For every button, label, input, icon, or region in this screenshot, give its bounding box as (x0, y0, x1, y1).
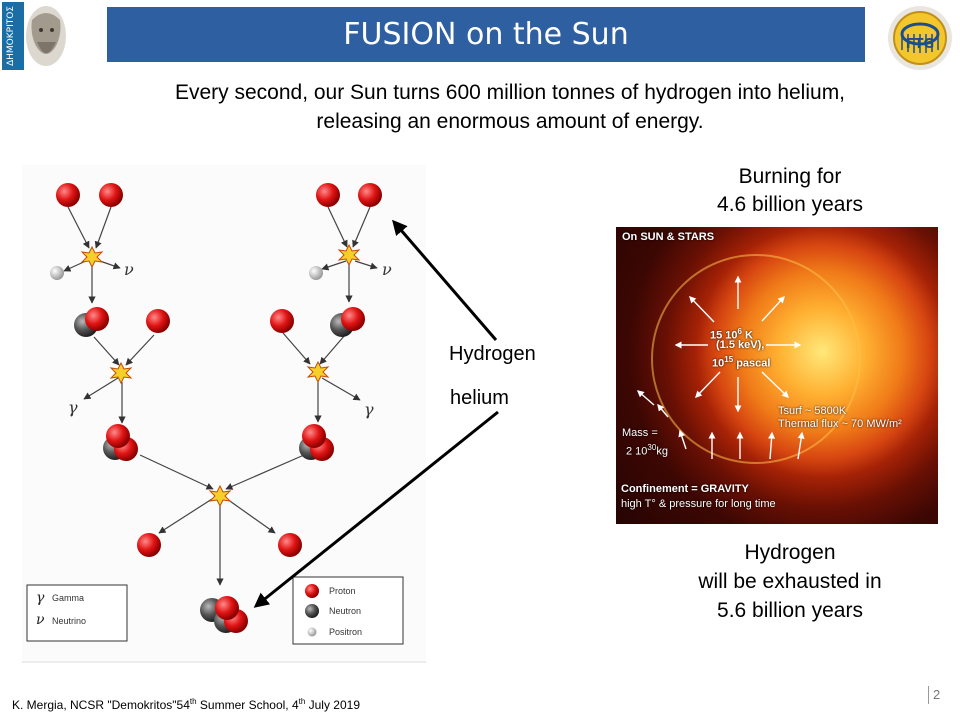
proton (341, 307, 365, 331)
positron (50, 266, 64, 280)
sun-header: On SUN & STARS (622, 231, 715, 243)
proton (215, 596, 239, 620)
reaction-arrows (63, 206, 378, 586)
title-banner: FUSION on the Sun (107, 7, 865, 62)
mass-value: 2 1030kg (626, 443, 668, 458)
proton (106, 424, 130, 448)
burning-line-2: 4.6 billion years (717, 193, 863, 216)
neutrino-symbol: ν (124, 260, 134, 279)
legend-particles: Proton Neutron Positron (292, 576, 404, 645)
proton (278, 533, 302, 557)
proton (85, 307, 109, 331)
burning-caption: Burning for 4.6 billion years (690, 163, 890, 219)
exhaustion-line-1: Hydrogen (744, 541, 836, 564)
surface-temperature: Tsurf ~ 5800K (778, 405, 847, 417)
sun-image: On SUN & STARS 15 106 K (1.5 keV), 1015 … (616, 227, 938, 524)
exhaustion-line-2: will be exhausted in (698, 570, 882, 593)
confinement-text: Confinement = GRAVITY (621, 483, 749, 495)
svg-text:ν: ν (36, 612, 45, 628)
core-energy: (1.5 keV), (716, 339, 765, 351)
positron (309, 266, 323, 280)
proton (316, 183, 340, 207)
svg-text:Neutron: Neutron (329, 606, 361, 616)
mass-label: Mass = (622, 427, 658, 439)
footer-credit: K. Mergia, NCSR "Demokritos"54th Summer … (12, 697, 360, 712)
proton (56, 183, 80, 207)
svg-text:ΔΗΜΟΚΡΙΤΟΣ: ΔΗΜΟΚΡΙΤΟΣ (6, 6, 16, 66)
helium-label: helium (450, 387, 509, 409)
ftg-logo: FTG (886, 4, 954, 72)
core-temperature: 15 106 K (710, 327, 753, 342)
proton (146, 309, 170, 333)
intro-text: Every second, our Sun turns 600 million … (100, 78, 920, 136)
svg-text:Proton: Proton (329, 586, 356, 596)
proton (99, 183, 123, 207)
burning-line-1: Burning for (738, 165, 842, 188)
hydrogen-label: Hydrogen (449, 343, 536, 365)
proton (137, 533, 161, 557)
proton (270, 309, 294, 333)
helium-pointer (253, 410, 499, 608)
fusion-flashes (80, 243, 361, 508)
legend-symbols: γ Gamma ν Neutrino (26, 584, 128, 642)
svg-text:Neutrino: Neutrino (52, 616, 86, 626)
demokritos-logo: ΔΗΜΟΚΡΙΤΟΣ (2, 2, 68, 70)
page-title: FUSION on the Sun (343, 17, 629, 52)
proton (302, 424, 326, 448)
core-pressure: 1015 pascal (712, 355, 771, 370)
intro-line-2: releasing an enormous amount of energy. (316, 110, 704, 133)
exhaustion-line-3: 5.6 billion years (717, 599, 863, 622)
thermal-flux: Thermal flux ~ 70 MW/m² (778, 418, 902, 430)
gamma-symbol: γ (364, 400, 374, 419)
intro-line-1: Every second, our Sun turns 600 million … (174, 81, 846, 104)
svg-text:Gamma: Gamma (52, 593, 84, 603)
radial-arrows (636, 254, 861, 464)
page-number: 2 (928, 686, 940, 704)
particles (50, 183, 382, 633)
neutrino-symbol: ν (382, 260, 392, 279)
svg-text:FTG: FTG (906, 37, 934, 52)
proton-proton-chain-diagram: ν ν γ γ γ Gamma ν Neutrino Proton Neutro… (22, 165, 426, 668)
conditions-text: high T° & pressure for long time (621, 498, 776, 510)
gamma-symbol: γ (68, 398, 78, 417)
hydrogen-pointer (392, 219, 498, 341)
exhaustion-caption: Hydrogen will be exhausted in 5.6 billio… (660, 538, 920, 625)
svg-text:Positron: Positron (329, 627, 362, 637)
proton (358, 183, 382, 207)
svg-text:γ: γ (36, 590, 45, 606)
